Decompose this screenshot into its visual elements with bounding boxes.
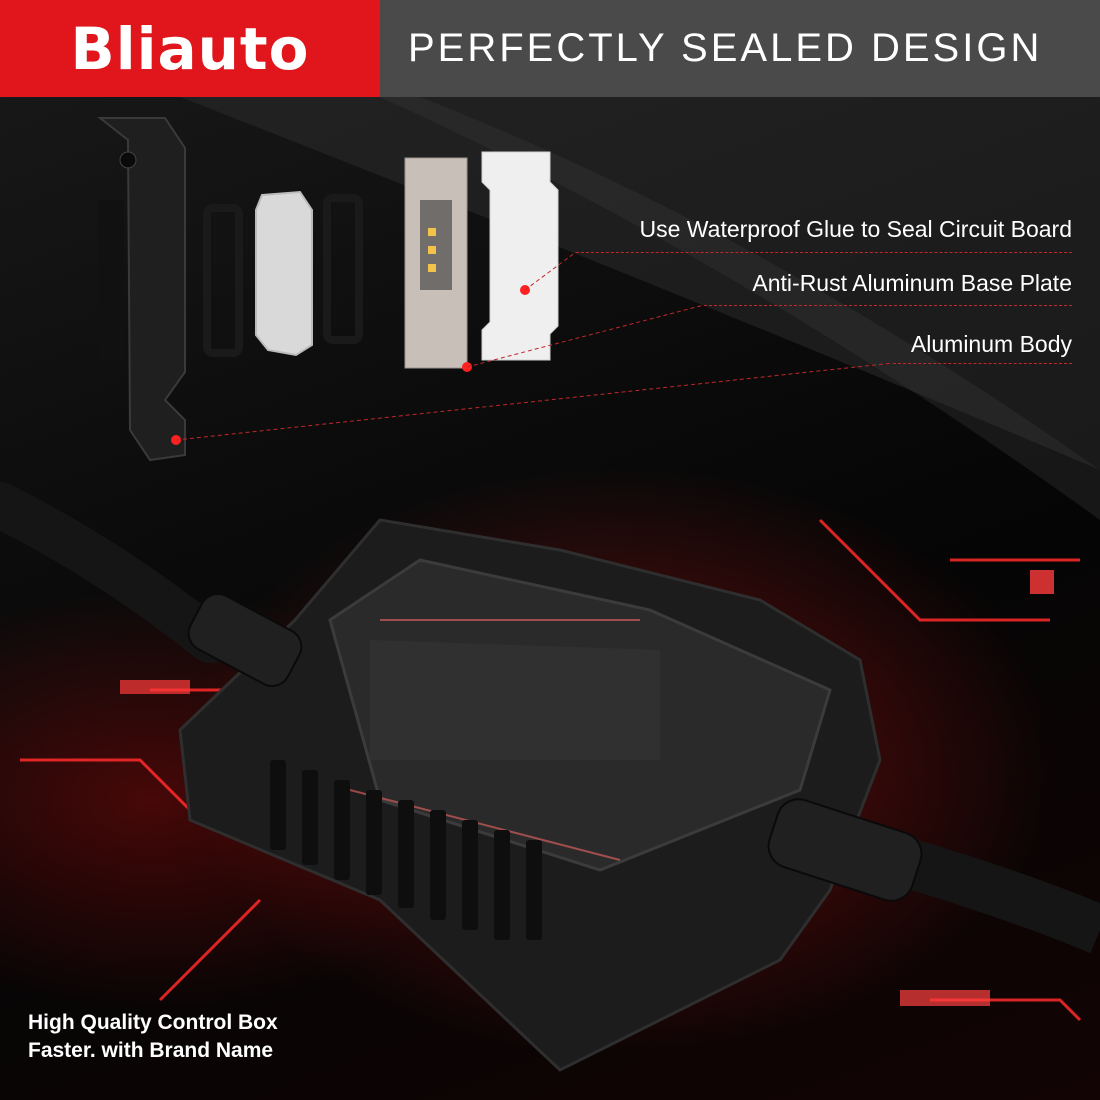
backdrop-curve <box>180 97 1100 470</box>
glow-bar <box>900 990 990 1006</box>
gasket-right <box>323 194 363 344</box>
cable-left <box>0 482 233 663</box>
strain-relief-right <box>767 798 923 902</box>
control-box <box>178 518 882 1072</box>
callout-base-plate: Anti-Rust Aluminum Base Plate <box>752 270 1072 296</box>
footer-line-1: High Quality Control Box <box>28 1011 278 1034</box>
page-title: PERFECTLY SEALED DESIGN <box>408 26 1043 70</box>
footer-line-2: Faster. with Brand Name <box>28 1039 274 1062</box>
glow-bar <box>120 680 190 694</box>
brand-logo: Bliauto <box>0 0 380 97</box>
circuit-board <box>404 157 468 369</box>
callout-aluminum-body: Aluminum Body <box>910 331 1072 357</box>
glue-pad <box>481 151 559 361</box>
callout-underline <box>893 363 1072 364</box>
clear-lens <box>255 190 313 357</box>
callout-underline <box>704 305 1072 306</box>
callout-connectors <box>175 251 894 441</box>
callout-underline <box>576 252 1072 253</box>
gasket-left <box>203 204 243 357</box>
header-bar: Bliauto PERFECTLY SEALED DESIGN <box>0 0 1100 97</box>
strain-relief-left <box>187 593 303 687</box>
glow-square <box>1030 570 1054 594</box>
callout-glue: Use Waterproof Glue to Seal Circuit Boar… <box>639 216 1073 242</box>
brand-logo-text: Bliauto <box>70 14 310 83</box>
aluminum-body <box>97 117 186 462</box>
